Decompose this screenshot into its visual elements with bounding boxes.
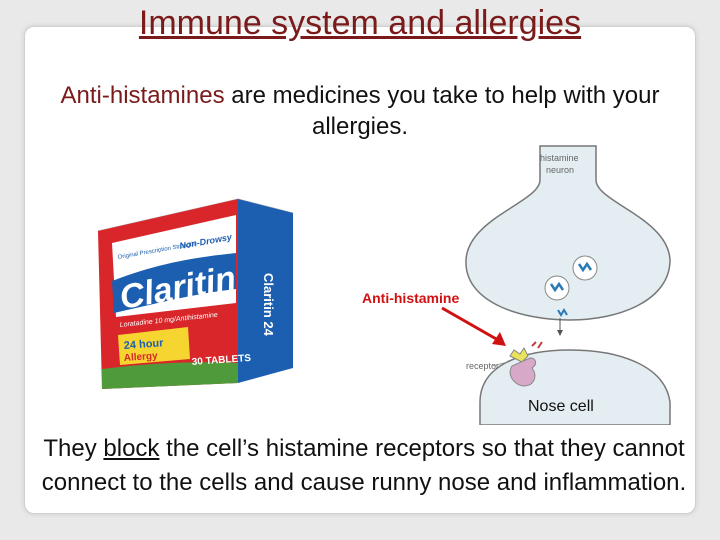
neuron-label-line1: histamine xyxy=(540,153,579,163)
box-side-brand: Claritin 24 xyxy=(261,273,276,337)
histamine-neuron xyxy=(465,145,671,321)
histamine-molecule xyxy=(557,308,568,317)
slide-title: Immune system and allergies xyxy=(138,4,582,42)
claritin-box-image: Claritin 24 Original Prescription Streng… xyxy=(97,198,294,389)
neuron-label-line2: neuron xyxy=(546,165,574,175)
bottom-text-post: the cell’s histamine receptors so that t… xyxy=(41,435,687,496)
bottom-text-underlined: block xyxy=(103,435,160,462)
intro-rest: are medicines you take to help with your… xyxy=(224,82,660,140)
intro-highlight: Anti-histamines xyxy=(60,82,225,109)
receptor-icon xyxy=(509,357,537,387)
red-arrow-icon xyxy=(441,306,506,346)
bottom-text: They block the cell’s histamine receptor… xyxy=(24,432,704,500)
intro-text: Anti-histamines are medicines you take t… xyxy=(30,80,690,142)
antihistamine-label: Anti-histamine xyxy=(360,290,462,306)
box-duration: 24 hour xyxy=(123,337,164,352)
box-count: 30 TABLETS xyxy=(191,353,251,368)
nose-cell-label: Nose cell xyxy=(528,398,594,415)
box-allergy: Allergy xyxy=(123,351,158,364)
bottom-text-pre: They xyxy=(43,435,104,462)
receptor-label: receptor xyxy=(466,361,499,371)
histamine-diagram: histamine neuron Nose cell receptor xyxy=(460,140,690,425)
